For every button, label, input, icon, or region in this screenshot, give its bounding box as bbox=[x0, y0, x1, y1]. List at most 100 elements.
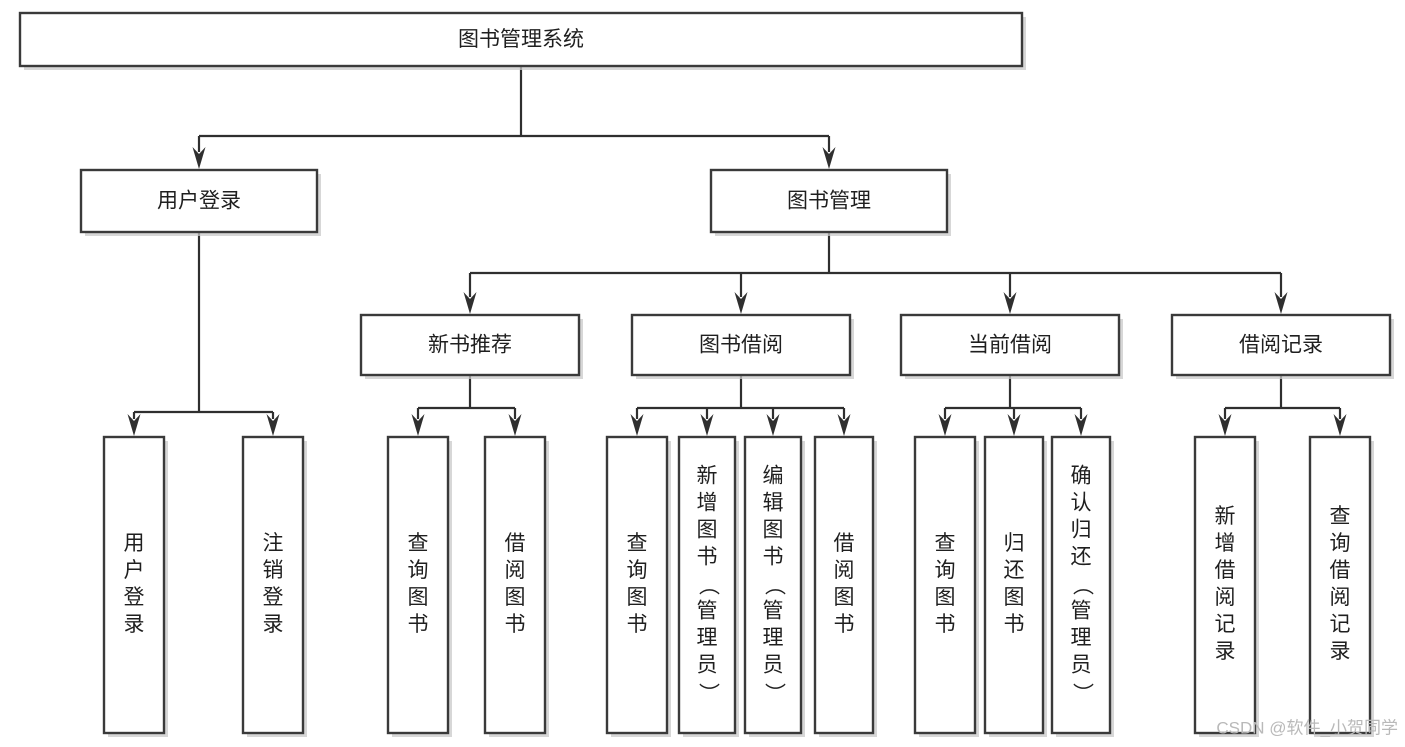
node-label-char: 管 bbox=[697, 600, 718, 623]
edge-arrowhead-icon bbox=[700, 414, 714, 436]
node-label-char: 销 bbox=[263, 559, 284, 582]
watermark-layer: CSDN @软件_小贺同学 bbox=[1216, 718, 1398, 737]
node-box[interactable] bbox=[743, 435, 803, 735]
edge-arrowhead-icon bbox=[411, 414, 425, 436]
node-box[interactable] bbox=[1193, 435, 1257, 735]
node-box[interactable] bbox=[605, 435, 669, 735]
node-label-char: 录 bbox=[263, 613, 284, 636]
node-box[interactable] bbox=[1308, 435, 1372, 735]
node-label-char: 还 bbox=[1071, 546, 1092, 569]
node-label-char: 登 bbox=[124, 586, 145, 609]
node-label-char: 阅 bbox=[505, 559, 526, 582]
node-label-char: ） bbox=[696, 683, 719, 704]
edge-arrowhead-icon bbox=[938, 414, 952, 436]
node-label-char: 认 bbox=[1071, 492, 1092, 515]
node-box[interactable] bbox=[102, 435, 166, 735]
node-box[interactable] bbox=[18, 11, 1024, 68]
node-label-char: 增 bbox=[1215, 532, 1236, 555]
node-label-char: 书 bbox=[935, 613, 956, 636]
node-label-char: 书 bbox=[1004, 613, 1025, 636]
node-label-char: 图 bbox=[697, 519, 718, 542]
edge-arrowhead-icon bbox=[127, 414, 141, 436]
node-book-borrow[interactable]: 图书借阅 bbox=[630, 313, 854, 379]
node-box[interactable] bbox=[1050, 435, 1112, 735]
node-label-char: 辑 bbox=[763, 492, 784, 515]
node-box[interactable] bbox=[386, 435, 450, 735]
node-label-char: 查 bbox=[627, 532, 648, 555]
node-book-manage[interactable]: 图书管理 bbox=[709, 168, 951, 236]
node-label-char: 录 bbox=[1330, 640, 1351, 663]
edge-arrowhead-icon bbox=[1003, 292, 1017, 314]
node-label: 图书管理系统 bbox=[458, 28, 584, 51]
node-new-book-rec[interactable]: 新书推荐 bbox=[359, 313, 583, 379]
node-label-char: 阅 bbox=[1215, 586, 1236, 609]
node-label-char: 编 bbox=[763, 465, 784, 488]
node-label-char: 书 bbox=[834, 613, 855, 636]
node-label-char: 归 bbox=[1071, 519, 1092, 542]
node-label-char: 归 bbox=[1004, 532, 1025, 555]
node-box[interactable] bbox=[813, 435, 875, 735]
node-label-char: 用 bbox=[124, 532, 145, 555]
node-label-char: 员 bbox=[697, 654, 718, 677]
node-label-char: 书 bbox=[763, 546, 784, 569]
node-label-char: 登 bbox=[263, 586, 284, 609]
node-box[interactable] bbox=[483, 435, 547, 735]
edge-group-root-to-modules bbox=[192, 66, 836, 169]
node-box[interactable] bbox=[1170, 313, 1392, 377]
node-box[interactable] bbox=[913, 435, 977, 735]
node-label-char: 还 bbox=[1004, 559, 1025, 582]
node-label: 用户登录 bbox=[157, 190, 241, 213]
node-label-char: （ bbox=[1070, 575, 1093, 596]
edge-arrowhead-icon bbox=[630, 414, 644, 436]
node-box[interactable] bbox=[677, 435, 737, 735]
node-label-char: 新 bbox=[1215, 505, 1236, 528]
node-label-char: 管 bbox=[1071, 600, 1092, 623]
csdn-watermark: CSDN @软件_小贺同学 bbox=[1216, 718, 1398, 737]
edge-arrowhead-icon bbox=[1274, 292, 1288, 314]
node-layer: 图书管理系统用户登录图书管理新书推荐图书借阅当前借阅借阅记录用户登录注销登录查询… bbox=[18, 11, 1394, 737]
node-box[interactable] bbox=[630, 313, 852, 377]
node-borrow-record[interactable]: 借阅记录 bbox=[1170, 313, 1394, 379]
node-label-char: ） bbox=[1070, 683, 1093, 704]
node-box[interactable] bbox=[899, 313, 1121, 377]
node-box[interactable] bbox=[79, 168, 319, 234]
node-label-char: 书 bbox=[627, 613, 648, 636]
node-label-char: 询 bbox=[935, 559, 956, 582]
node-box[interactable] bbox=[241, 435, 305, 735]
node-box[interactable] bbox=[709, 168, 949, 234]
node-label-char: 查 bbox=[935, 532, 956, 555]
node-label-char: 借 bbox=[505, 532, 526, 555]
node-label-char: 理 bbox=[1071, 627, 1092, 650]
node-label-char: 新 bbox=[697, 465, 718, 488]
node-label-char: 员 bbox=[763, 654, 784, 677]
node-fn-user-login[interactable]: 用户登录 bbox=[102, 435, 168, 737]
node-label-char: 增 bbox=[697, 492, 718, 515]
node-label-char: （ bbox=[762, 575, 785, 596]
node-box[interactable] bbox=[983, 435, 1045, 735]
edge-arrowhead-icon bbox=[734, 292, 748, 314]
node-label-char: 借 bbox=[1215, 559, 1236, 582]
node-current-borrow[interactable]: 当前借阅 bbox=[899, 313, 1123, 379]
node-user-login[interactable]: 用户登录 bbox=[79, 168, 321, 236]
node-label-char: 录 bbox=[1215, 640, 1236, 663]
edge-arrowhead-icon bbox=[766, 414, 780, 436]
edge-arrowhead-icon bbox=[463, 292, 477, 314]
edge-arrowhead-icon bbox=[1218, 414, 1232, 436]
node-box[interactable] bbox=[359, 313, 581, 377]
node-label-char: 户 bbox=[124, 559, 145, 582]
node-root[interactable]: 图书管理系统 bbox=[18, 11, 1026, 70]
